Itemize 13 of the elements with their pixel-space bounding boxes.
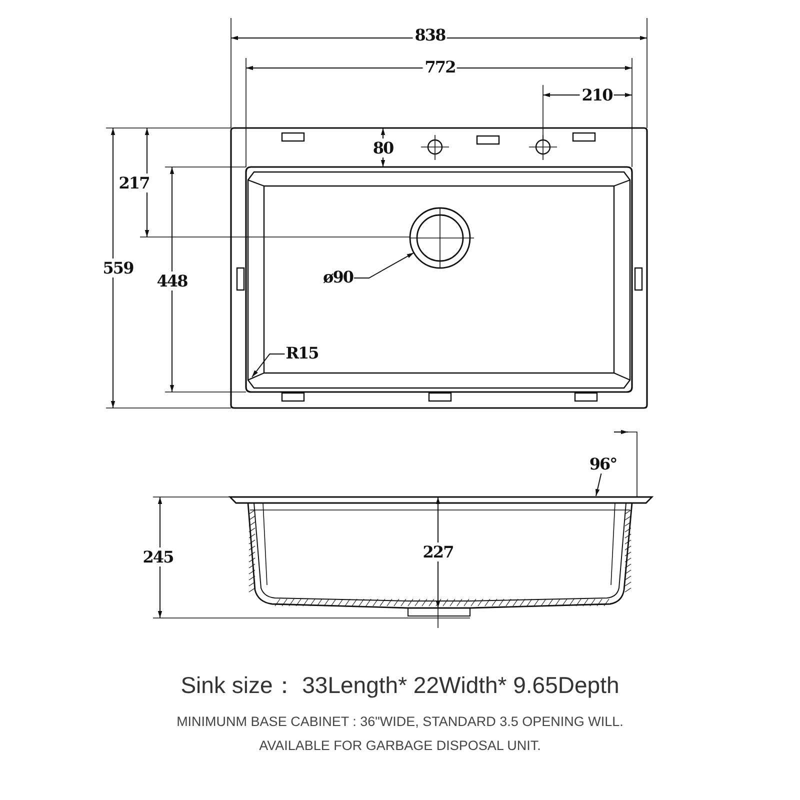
leader-line [252, 354, 286, 378]
dimension-text: R15 [286, 344, 318, 362]
note-text: MINIMUNM BASE CABINET : 36"WIDE, STANDARD 3.5 OPENING WILL. AVAILABLE FOR GARBAGE DISPOSAL UNIT. [176, 713, 624, 755]
dimension-text: 227 [420, 542, 456, 562]
angle-text: 96° [587, 454, 619, 474]
leader-line [354, 252, 414, 278]
caption-text: Sink size： 33Length* 22Width* 9.65Depth [180, 671, 620, 700]
dimension-text: ø90 [323, 268, 353, 286]
drain-hole [409, 207, 471, 269]
dimension-text: 217 [116, 174, 152, 192]
dimension-text: 448 [154, 272, 190, 290]
dimension-text: 80 [370, 138, 396, 158]
dimension-text: 245 [140, 548, 176, 566]
